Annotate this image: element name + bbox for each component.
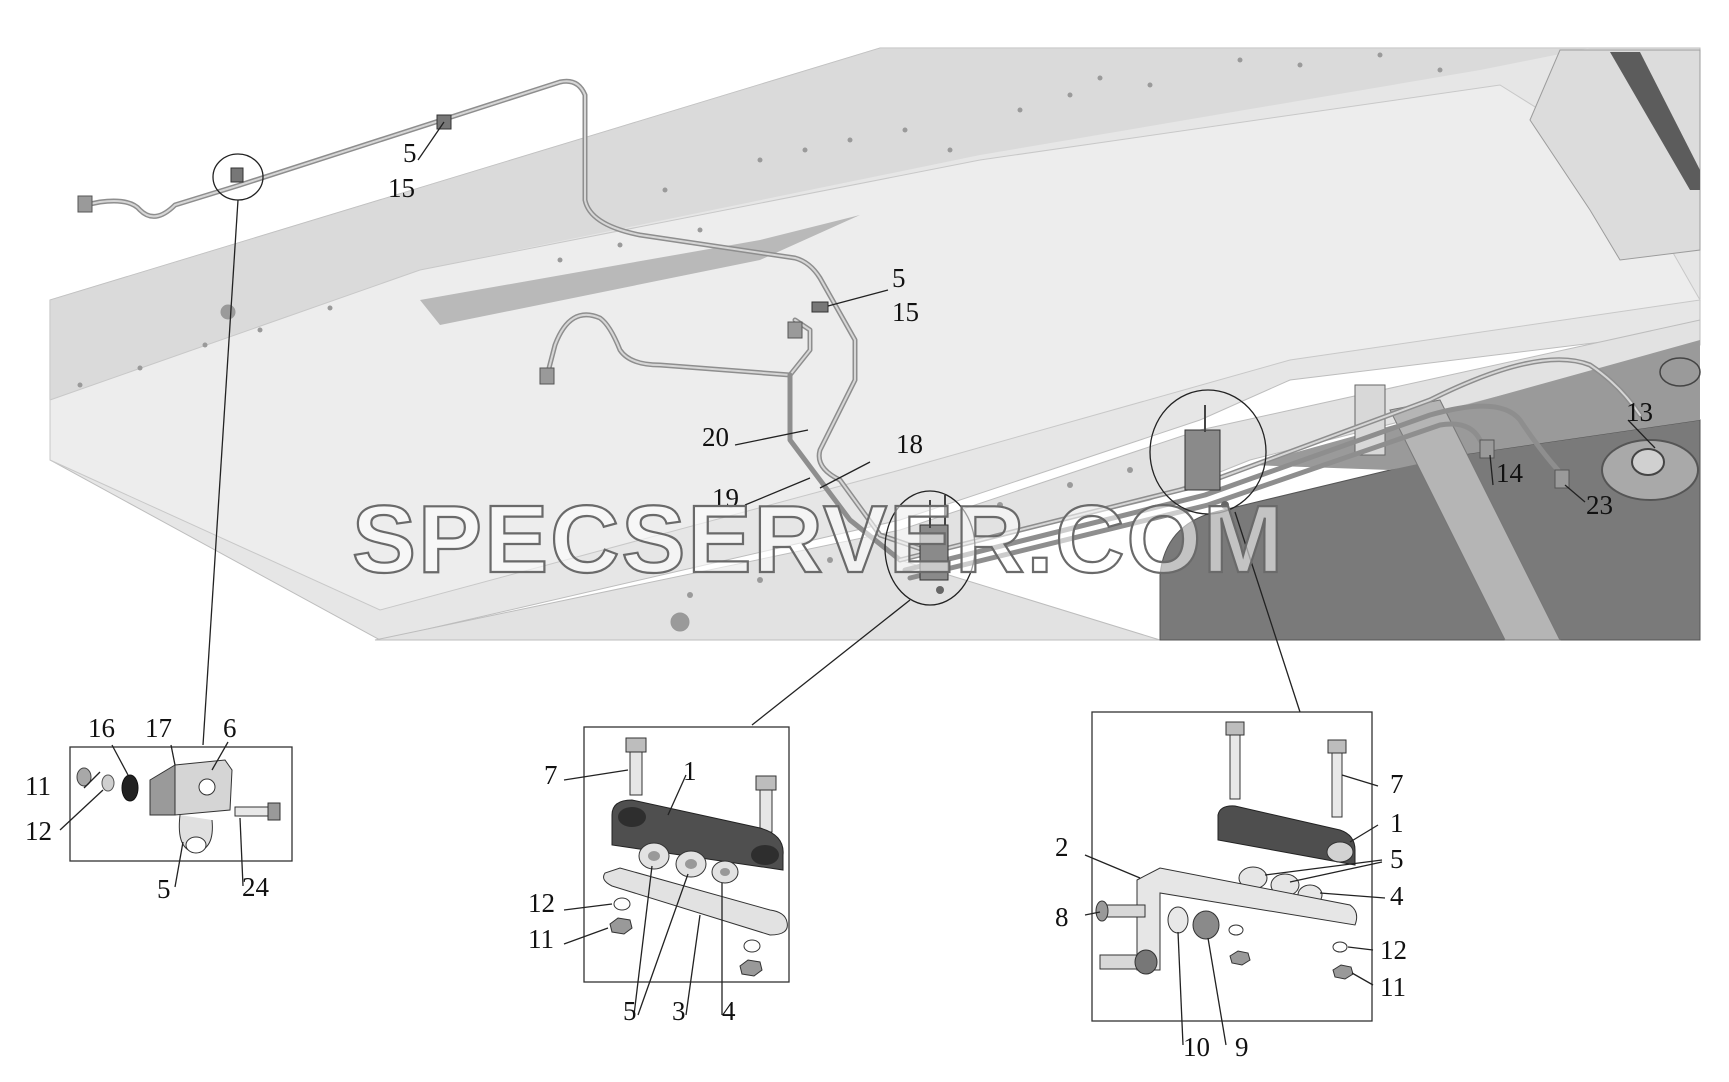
part-11-nut-center-r bbox=[739, 959, 763, 977]
tank-filler-cap bbox=[1631, 448, 1665, 476]
callout-right-5: 5 bbox=[1390, 844, 1404, 874]
part-7-bolt-right bbox=[759, 786, 773, 833]
frame-left-rail-top bbox=[50, 48, 1590, 400]
detail-box-center: 7 1 12 11 5 3 4 bbox=[528, 726, 790, 1026]
part-7-bolt-left bbox=[629, 749, 643, 796]
clamp-assembly-a bbox=[919, 495, 949, 594]
part-1-clamp-right bbox=[1217, 805, 1356, 866]
callout-center-3: 3 bbox=[672, 996, 686, 1026]
callout-15-mid: 15 bbox=[892, 297, 919, 327]
part-12-washer-center-l bbox=[613, 897, 631, 911]
callout-center-12: 12 bbox=[528, 888, 555, 918]
callout-left-11: 11 bbox=[25, 771, 51, 801]
detail-box-left-frame bbox=[69, 746, 293, 862]
part-11-nut-center-l bbox=[609, 917, 633, 935]
detail-circle-right bbox=[1149, 389, 1267, 515]
callout-14: 14 bbox=[1496, 458, 1524, 488]
callout-5-mid: 5 bbox=[892, 263, 906, 293]
main-callouts: 5 15 5 15 20 18 19 13 14 23 bbox=[388, 138, 1653, 520]
part-10-washer bbox=[1167, 906, 1189, 934]
pipe-feed bbox=[787, 372, 903, 563]
tank-top-cap bbox=[1659, 357, 1701, 387]
pipe-bundle-3 bbox=[907, 421, 1493, 581]
part-16-washer bbox=[121, 774, 139, 802]
callout-18: 18 bbox=[896, 429, 923, 459]
callout-right-1: 1 bbox=[1390, 808, 1404, 838]
watermark: SPECSERVER.COM bbox=[352, 486, 1285, 593]
callout-right-4: 4 bbox=[1390, 881, 1404, 911]
pipe-bundle-2 bbox=[902, 403, 1568, 573]
fitting-left-end bbox=[77, 195, 93, 213]
callout-right-7: 7 bbox=[1390, 769, 1404, 799]
callout-center-4: 4 bbox=[722, 996, 736, 1026]
part-7-bolt-r2 bbox=[1331, 751, 1343, 818]
part-12-washer-left bbox=[101, 774, 115, 792]
frame-cross-slot bbox=[1610, 52, 1700, 190]
frame-left-rail-flange bbox=[49, 84, 1701, 611]
callout-left-24: 24 bbox=[242, 872, 270, 902]
callout-23: 23 bbox=[1586, 490, 1613, 520]
detail-box-center-frame bbox=[583, 726, 790, 983]
callout-left-17: 17 bbox=[145, 713, 172, 743]
detail-box-left: 16 17 6 11 12 5 24 bbox=[25, 713, 293, 904]
callout-right-9: 9 bbox=[1235, 1032, 1249, 1062]
part-9-spacer bbox=[1192, 910, 1220, 940]
part-24-bolt bbox=[234, 806, 271, 817]
callout-20: 20 bbox=[702, 422, 729, 452]
fitting-mid bbox=[787, 321, 803, 339]
callout-center-7: 7 bbox=[544, 760, 558, 790]
part-1-clamp bbox=[611, 799, 784, 871]
clip-mid bbox=[811, 301, 829, 313]
callout-right-2: 2 bbox=[1055, 832, 1069, 862]
callout-15-upper: 15 bbox=[388, 173, 415, 203]
part-12-washer-center-r bbox=[743, 939, 761, 953]
callout-right-10: 10 bbox=[1183, 1032, 1210, 1062]
callout-left-5: 5 bbox=[157, 874, 171, 904]
fuel-pipelines bbox=[77, 78, 1643, 594]
callout-center-5: 5 bbox=[623, 996, 637, 1026]
fitting-14 bbox=[1479, 439, 1495, 459]
callout-center-1: 1 bbox=[683, 756, 697, 786]
callout-5-upper: 5 bbox=[403, 138, 417, 168]
part-17-bracket bbox=[149, 764, 176, 816]
callout-center-11: 11 bbox=[528, 924, 554, 954]
callout-right-8: 8 bbox=[1055, 902, 1069, 932]
part-12-washer-right bbox=[1332, 941, 1348, 953]
detail-box-right-frame bbox=[1091, 711, 1373, 1022]
callout-right-12: 12 bbox=[1380, 935, 1407, 965]
callout-left-6: 6 bbox=[223, 713, 237, 743]
clamp-assembly-b bbox=[1184, 405, 1229, 509]
part-7-bolt-r1 bbox=[1229, 733, 1241, 800]
main-leader-lines bbox=[417, 121, 1656, 506]
callout-left-16: 16 bbox=[88, 713, 115, 743]
callout-right-11: 11 bbox=[1380, 972, 1406, 1002]
fitting-return-end bbox=[539, 367, 555, 385]
part-2-bracket bbox=[1136, 867, 1358, 971]
fitting-23 bbox=[1554, 469, 1570, 489]
part-11-nut-left bbox=[76, 767, 92, 787]
clip-circled bbox=[230, 167, 244, 183]
detail-circle-center bbox=[884, 490, 976, 606]
callout-19: 19 bbox=[712, 483, 739, 513]
part-11-nut-right bbox=[1332, 964, 1354, 980]
callout-left-12: 12 bbox=[25, 816, 52, 846]
frame-rail-shadow bbox=[420, 215, 860, 325]
callout-13: 13 bbox=[1626, 397, 1653, 427]
detail-box-right: 7 1 2 5 4 8 12 11 10 9 bbox=[1055, 711, 1407, 1062]
detail-indicators bbox=[202, 153, 1301, 746]
